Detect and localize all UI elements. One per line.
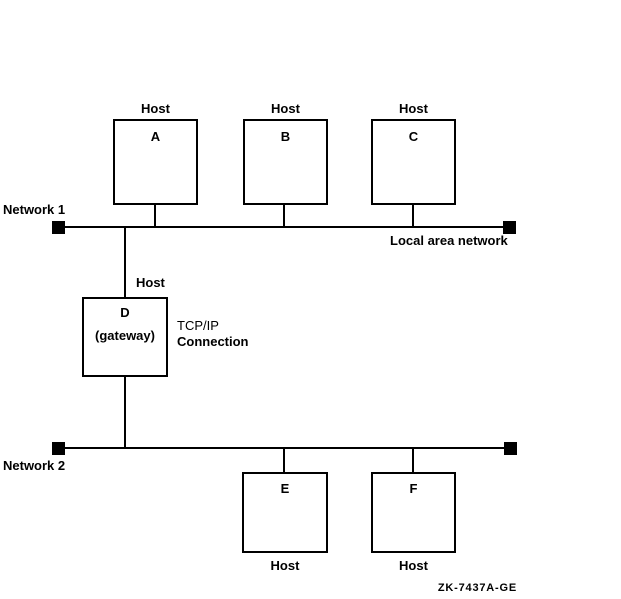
host-a-letter: A — [150, 129, 161, 144]
host-f-letter: F — [409, 481, 418, 496]
host-f-title: Host — [399, 558, 428, 573]
host-b-connector-line — [283, 204, 285, 227]
gateway-to-network2-line — [124, 377, 126, 448]
host-c-title: Host — [399, 101, 428, 116]
network1-terminator-left — [52, 221, 65, 234]
host-d-gateway-label: (gateway) — [95, 328, 155, 343]
host-f-connector-line — [412, 449, 414, 472]
network1-label: Network 1 — [3, 202, 66, 217]
network2-label: Network 2 — [3, 458, 66, 473]
host-a-box — [113, 119, 198, 205]
host-e-title: Host — [270, 558, 300, 573]
host-b-letter: B — [280, 129, 291, 144]
host-a-title: Host — [141, 101, 170, 116]
tcpip-label: TCP/IP — [177, 318, 219, 333]
network1-bus-line — [58, 226, 510, 228]
host-e-box — [242, 472, 328, 553]
host-a-connector-line — [154, 204, 156, 227]
host-b-box — [243, 119, 328, 205]
host-c-letter: C — [408, 129, 419, 144]
host-c-connector-line — [412, 204, 414, 227]
network2-terminator-right — [504, 442, 517, 455]
network1-terminator-right — [503, 221, 516, 234]
host-e-connector-line — [283, 449, 285, 472]
gateway-to-network1-line — [124, 228, 126, 297]
host-e-letter: E — [280, 481, 290, 496]
host-b-title: Host — [271, 101, 300, 116]
host-f-box — [371, 472, 456, 553]
network2-terminator-left — [52, 442, 65, 455]
host-d-box — [82, 297, 168, 377]
local-area-network-label: Local area network — [390, 233, 508, 248]
host-d-letter: D — [120, 305, 130, 320]
network2-bus-line — [58, 447, 511, 449]
figure-id-label: ZK-7437A-GE — [437, 582, 517, 594]
connection-label: Connection — [177, 334, 249, 349]
host-d-title: Host — [136, 275, 165, 290]
